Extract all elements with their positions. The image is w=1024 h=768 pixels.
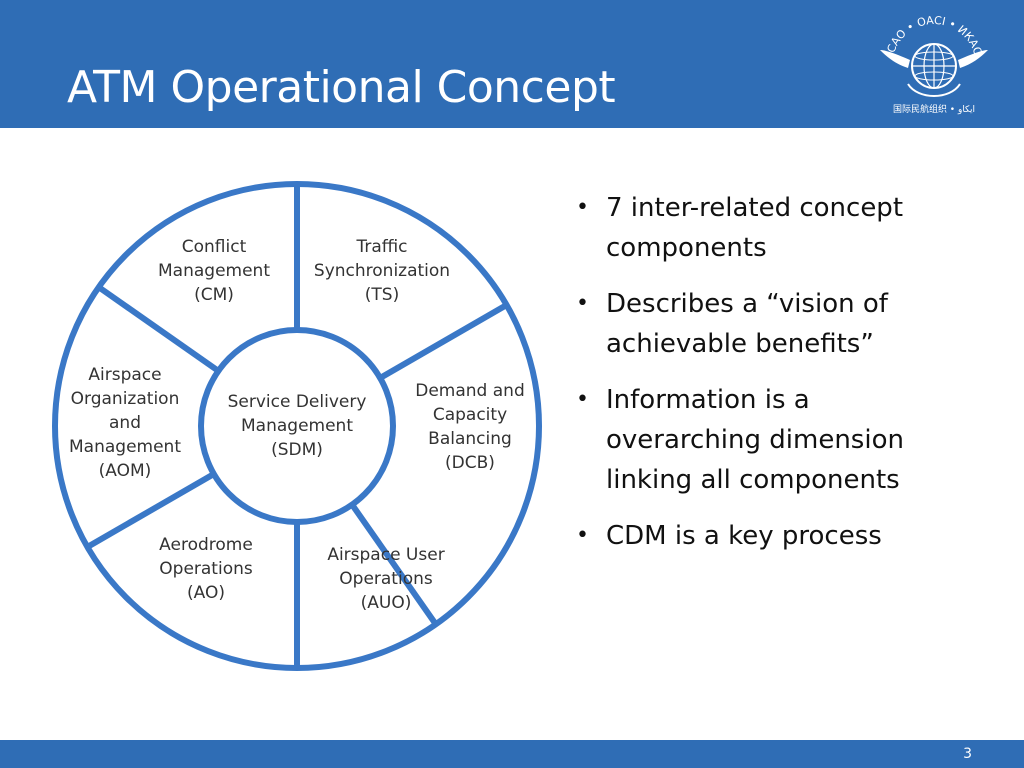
label-line: Airspace [88, 365, 161, 385]
bullet-text-line: 7 inter-related concept [606, 193, 904, 223]
label-line: Operations [159, 559, 253, 579]
bullet-dot-icon: • [576, 387, 589, 412]
label-line: Management [241, 416, 353, 436]
segment-divider-5 [85, 471, 216, 550]
segment-divider-6 [97, 284, 221, 374]
bullet-item: • Information is a overarching dimension li… [572, 380, 1012, 500]
label-line: Service Delivery [228, 392, 367, 412]
bullet-list: • 7 inter-related concept components • Descr… [572, 188, 1012, 572]
bullet-dot-icon: • [576, 195, 589, 220]
label-line: Capacity [433, 405, 507, 425]
label-line: (AO) [187, 583, 225, 603]
label-line: (AOM) [99, 461, 152, 481]
bullet-dot-icon: • [576, 291, 589, 316]
label-line: Synchronization [314, 261, 450, 281]
label-line: Management [69, 437, 181, 457]
label-line: Traffic [355, 237, 407, 257]
bullet-dot-icon: • [576, 523, 589, 548]
bullet-text-line: components [606, 233, 767, 263]
label-line: Airspace User [327, 545, 444, 565]
bullet-item: • CDM is a key process [572, 516, 1012, 556]
bullet-text-line: CDM is a key process [606, 521, 882, 551]
svg-text:国际民航组织 • ايكاو: 国际民航组织 • ايكاو [893, 103, 975, 115]
label-line: Balancing [428, 429, 512, 449]
footer-bar: 3 [0, 740, 1024, 768]
label-line: (CM) [194, 285, 234, 305]
label-line: (DCB) [445, 453, 495, 473]
label-line: Conflict [182, 237, 247, 257]
icao-emblem-icon: ICAO • OACI • ИКАО 国际民航组织 • ايكاو [880, 14, 988, 115]
slide-title: ATM Operational Concept [67, 62, 616, 113]
page-number: 3 [963, 746, 972, 762]
label-line: Operations [339, 569, 433, 589]
bullet-item: • Describes a “vision of achievable benefi… [572, 284, 1012, 364]
bullet-text-line: linking all components [606, 465, 900, 495]
label-line: Management [158, 261, 270, 281]
label-line: (SDM) [271, 440, 323, 460]
label-line: Organization [71, 389, 180, 409]
segment-divider-3 [349, 502, 439, 626]
header-bar: ATM Operational Concept ICAO • OACI • ИК… [0, 0, 1024, 128]
label-line: and [109, 413, 141, 433]
label-line: Demand and [415, 381, 524, 401]
label-line: (AUO) [361, 593, 412, 613]
label-line: Aerodrome [159, 535, 253, 555]
bullet-text-line: achievable benefits” [606, 329, 874, 359]
bullet-text-line: overarching dimension [606, 425, 904, 455]
inner-ring [198, 327, 396, 525]
segment-divider-2 [378, 302, 509, 381]
label-line: (TS) [365, 285, 399, 305]
bullet-text-line: Information is a [606, 385, 810, 415]
bullet-item: • 7 inter-related concept components [572, 188, 1012, 268]
bullet-text-line: Describes a “vision of [606, 289, 888, 319]
